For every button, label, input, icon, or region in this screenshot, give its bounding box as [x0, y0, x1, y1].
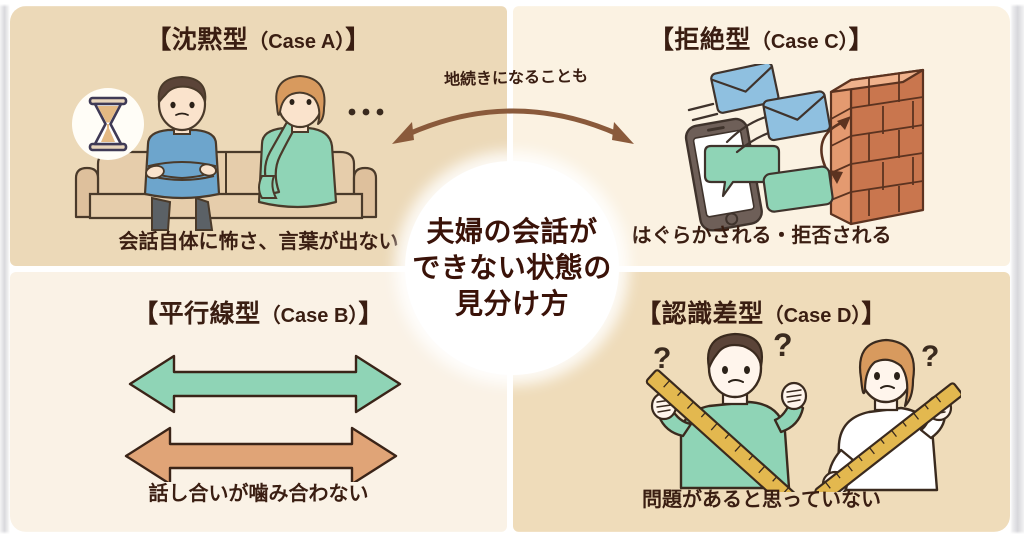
quadrant-title-case-b: 【平行線型（Case B）】 — [10, 294, 507, 330]
quadrant-title-case-a: 【沈黙型（Case A）】 — [10, 20, 507, 56]
two-parallel-double-arrows-illustration — [124, 354, 402, 482]
quadrant-case-a: 【沈黙型（Case A）】 — [10, 6, 507, 266]
case-b-title-case: （Case B） — [260, 305, 359, 327]
quadrant-grid: 【沈黙型（Case A）】 — [10, 6, 1010, 532]
svg-text:?: ? — [921, 340, 939, 373]
case-c-title-close: 】 — [848, 26, 875, 54]
case-a-title-case: （Case A） — [248, 31, 346, 53]
quadrant-caption-case-c: はぐらかされる・拒否される — [631, 225, 892, 247]
case-b-title-close: 】 — [358, 300, 384, 328]
frame-edge-left — [0, 0, 10, 538]
svg-text:?: ? — [653, 342, 671, 375]
frame-edge-right — [1010, 0, 1024, 538]
case-d-title-case: （Case D） — [763, 305, 862, 327]
quadrant-caption-case-d: 問題があると思っていない — [642, 489, 881, 511]
case-a-title-main: 【沈黙型 — [146, 26, 249, 54]
quadrant-title-case-d: 【認識差型（Case D）】 — [513, 294, 1010, 330]
case-b-title-main: 【平行線型 — [133, 300, 261, 328]
case-c-title-case: （Case C） — [750, 31, 849, 53]
silent-couple-on-sofa-illustration — [74, 75, 384, 231]
quadrant-case-b: 【平行線型（Case B）】 話し合いが噛み合わない — [10, 272, 507, 532]
case-c-title-main: 【拒絶型 — [648, 26, 751, 54]
svg-text:?: ? — [773, 332, 793, 363]
quadrant-caption-case-b: 話し合いが噛み合わない — [148, 483, 369, 505]
case-d-title-close: 】 — [861, 300, 887, 328]
couple-holding-rulers-with-question-marks-illustration: ? ? — [645, 332, 961, 492]
quadrant-case-d: 【認識差型（Case D）】 — [513, 272, 1010, 532]
case-a-title-close: 】 — [345, 26, 371, 54]
hourglass-icon — [72, 88, 144, 160]
phone-messages-blocked-by-brick-wall-illustration — [684, 64, 925, 232]
center-title-circle: 夫婦の会話が できない状態の 見分け方 — [405, 161, 619, 375]
frame-edge-bottom — [0, 531, 1024, 538]
double-headed-curved-arrow-icon — [392, 108, 634, 144]
page-title: 夫婦の会話が できない状態の 見分け方 — [412, 216, 612, 319]
quadrant-caption-case-a: 会話自体に怖さ、言葉が出ない — [118, 231, 399, 253]
case-d-title-main: 【認識差型 — [636, 300, 764, 328]
quadrant-title-case-c: 【拒絶型（Case C）】 — [513, 20, 1010, 56]
